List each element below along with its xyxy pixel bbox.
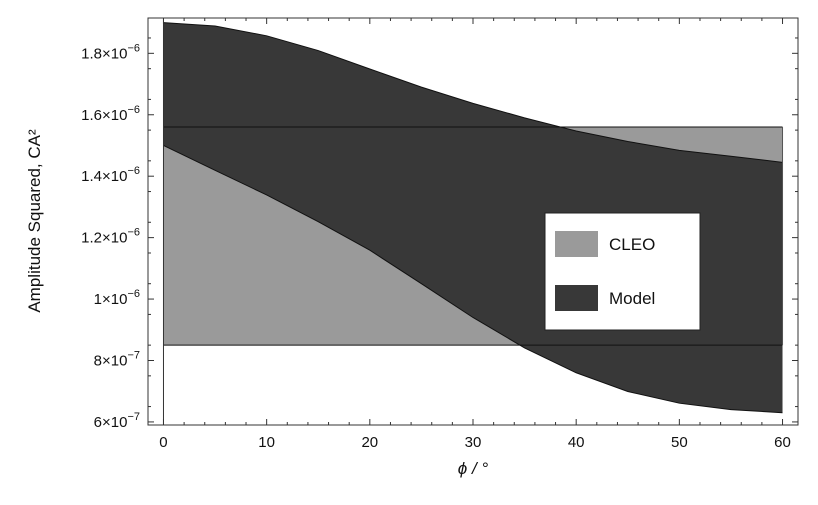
y-tick-label: 1.6×10−6 — [81, 104, 140, 124]
legend-swatch-cleo — [555, 231, 598, 257]
band-model-upper-edge — [163, 22, 783, 163]
legend: CLEO Model — [544, 212, 701, 331]
legend-swatch-model — [555, 285, 598, 311]
legend-label-cleo: CLEO — [609, 235, 655, 254]
y-tick-label: 1×10−6 — [94, 288, 140, 308]
legend-box — [544, 212, 701, 331]
band-model-lower-edge — [163, 145, 783, 414]
x-tick-label: 50 — [671, 434, 688, 451]
y-ticks: 6×10−7 8×10−7 1×10−6 1.2×10−6 1.4×10−6 1.6×10… — [81, 37, 798, 431]
y-tick-label: 1.8×10−6 — [81, 42, 140, 62]
x-tick-label: 10 — [258, 434, 275, 451]
y-tick-label: 1.2×10−6 — [81, 227, 140, 247]
legend-label-model: Model — [609, 289, 655, 308]
y-tick-label: 6×10−7 — [94, 411, 140, 431]
y-tick-label: 1.4×10−6 — [81, 165, 140, 185]
x-ticks: 0 10 20 30 40 50 60 — [159, 18, 791, 451]
x-tick-label: 40 — [568, 434, 585, 451]
x-tick-label: 0 — [159, 434, 167, 451]
x-tick-label: 60 — [774, 434, 791, 451]
x-axis-title: ϕ / ° — [458, 459, 489, 478]
x-tick-label: 30 — [465, 434, 482, 451]
y-tick-label: 8×10−7 — [94, 349, 140, 369]
x-tick-label: 20 — [361, 434, 378, 451]
y-axis-title: Amplitude Squared, CA² — [25, 129, 44, 313]
